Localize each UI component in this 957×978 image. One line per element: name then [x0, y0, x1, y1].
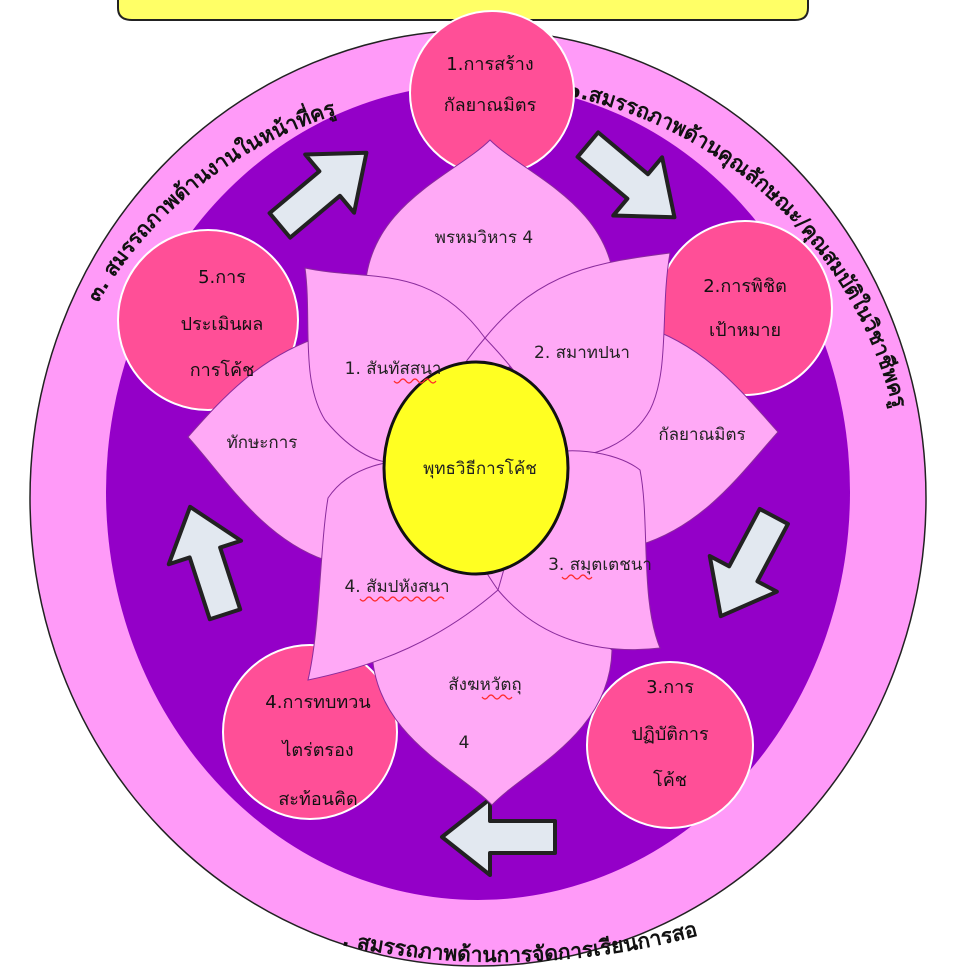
spellcheck-underline-3 — [561, 574, 593, 580]
step-1-line-1: 1.การสร้าง — [446, 54, 533, 75]
step-1-text: 1.การสร้าง กัลยาณมิตร — [444, 54, 537, 116]
outer-petal-right-label: กัลยาณมิตร — [658, 425, 745, 445]
spellcheck-underline-1 — [393, 378, 437, 384]
step-3-text: 3.การ ปฏิบัติการ โค้ช — [631, 677, 709, 791]
spellcheck-underline-bottom — [481, 694, 513, 700]
step-4-text: 4.การทบทวน ไตร่ตรอง สะท้อนคิด — [265, 692, 370, 810]
step-2-text: 2.การพิชิต เป้าหมาย — [703, 276, 787, 341]
step-4-line-1: 4.การทบทวน — [265, 692, 370, 713]
spellcheck-underline-4 — [359, 596, 445, 602]
step-4-line-3: สะท้อนคิด — [278, 789, 357, 810]
step-4-line-2: ไตร่ตรอง — [280, 739, 353, 761]
step-circle-4 — [222, 644, 398, 820]
step-circle-3 — [586, 661, 754, 829]
inner-petal-4-label: 4. สัมปหังสนา — [344, 577, 449, 597]
step-circle-5 — [117, 229, 299, 411]
outer-petal-bottom-label-1: สังฆหวัตถุ — [448, 675, 521, 695]
step-2-line-1: 2.การพิชิต — [703, 276, 787, 297]
step-2-line-2: เป้าหมาย — [709, 320, 781, 341]
step-1-line-2: กัลยาณมิตร — [444, 95, 537, 116]
step-5-text: 5.การ ประเมินผล การโค้ช — [181, 267, 264, 381]
step-3-line-1: 3.การ — [646, 677, 694, 698]
outer-petal-left-label: ทักษะการ — [227, 433, 298, 453]
center-oval — [382, 360, 570, 576]
inner-petal-2-label: 2. สมาทปนา — [534, 343, 630, 363]
step-5-line-3: การโค้ช — [190, 359, 255, 381]
inner-petal-3-label: 3. สมุตเตชนา — [548, 555, 652, 575]
step-5-line-2: ประเมินผล — [181, 314, 264, 335]
step-3-line-2: ปฏิบัติการ — [631, 724, 709, 745]
step-3-line-3: โค้ช — [653, 769, 687, 791]
inner-petal-1-label: 1. สันทัสสนา — [345, 359, 442, 379]
step-5-line-1: 5.การ — [198, 267, 246, 288]
center-label: พุทธวิธีการโค้ช — [423, 458, 537, 479]
outer-petal-bottom-label-2: 4 — [459, 733, 470, 753]
outer-petal-top-label: พรหมวิหาร 4 — [435, 228, 533, 248]
